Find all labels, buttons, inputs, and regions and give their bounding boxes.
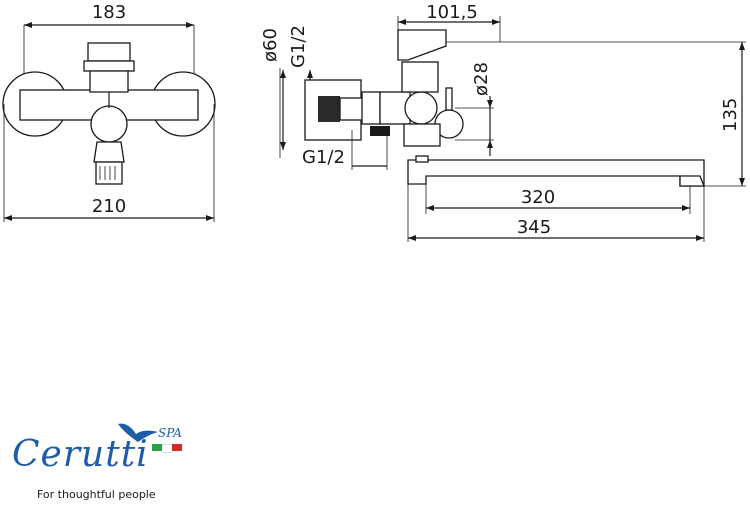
thread-hatch xyxy=(318,96,340,122)
brand-name: Cerutti xyxy=(12,434,149,475)
label-345: 345 xyxy=(517,217,551,238)
label-101-5: 101,5 xyxy=(426,2,478,23)
label-d60: ø60 xyxy=(260,28,281,62)
label-135: 135 xyxy=(720,98,741,132)
brand-logo: SPA Cerutti For thoughtful people xyxy=(12,420,202,505)
label-320: 320 xyxy=(521,187,555,208)
handle-top xyxy=(87,42,131,62)
spout xyxy=(407,159,705,187)
side-view xyxy=(279,16,746,242)
spout-joint xyxy=(415,155,429,163)
cartridge-housing xyxy=(89,70,129,93)
lever-side xyxy=(397,29,447,61)
brand-tagline: For thoughtful people xyxy=(37,488,156,501)
cartridge-side xyxy=(401,61,439,93)
connector-hatch xyxy=(370,126,390,136)
label-210: 210 xyxy=(92,196,126,217)
outlet-neck xyxy=(93,141,125,163)
spout-collar xyxy=(403,123,441,147)
label-g12-top: G1/2 xyxy=(288,25,309,68)
spout-aerator xyxy=(679,175,705,187)
label-g12-bottom: G1/2 xyxy=(302,147,345,168)
diverter-stem xyxy=(445,87,453,111)
eccentric-nut xyxy=(339,97,365,121)
union-nut xyxy=(361,91,381,125)
label-183: 183 xyxy=(92,2,126,23)
label-d28: ø28 xyxy=(471,62,492,96)
swallow-icon xyxy=(118,423,158,442)
outlet-tip xyxy=(95,161,123,185)
body-round xyxy=(404,91,438,125)
diverter-knob xyxy=(90,105,128,143)
handle-collar xyxy=(83,60,135,72)
front-view xyxy=(2,22,216,222)
italian-flag-icon xyxy=(152,444,182,453)
brand-suffix: SPA xyxy=(158,426,182,440)
